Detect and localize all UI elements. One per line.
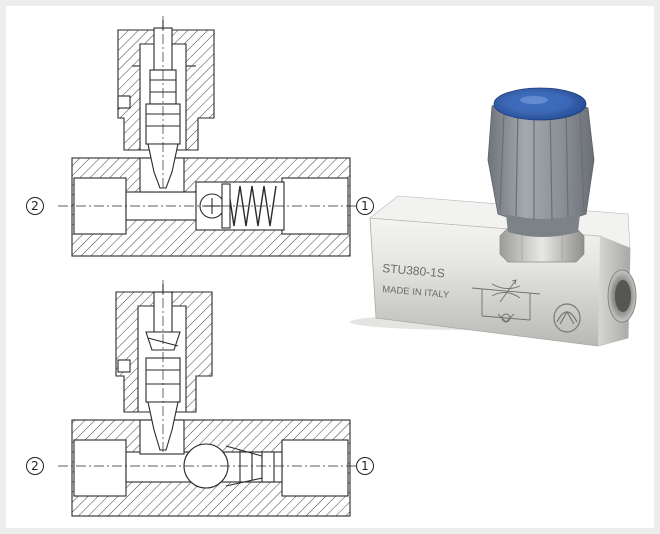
port-label-bottom-right: 1 xyxy=(356,457,374,475)
valve-photo: STU380-1S MADE IN ITALY xyxy=(350,87,637,347)
section-drawing-top xyxy=(58,16,356,257)
port-label-top-left: 2 xyxy=(26,197,44,215)
port-label-top-right: 1 xyxy=(356,197,374,215)
photo-marking-model: STU380-1S xyxy=(382,261,446,280)
flow-control-symbol xyxy=(471,279,541,323)
brand-logo-icon xyxy=(553,303,581,333)
section-drawing-bottom xyxy=(58,280,356,517)
port-label-bottom-left: 2 xyxy=(26,457,44,475)
